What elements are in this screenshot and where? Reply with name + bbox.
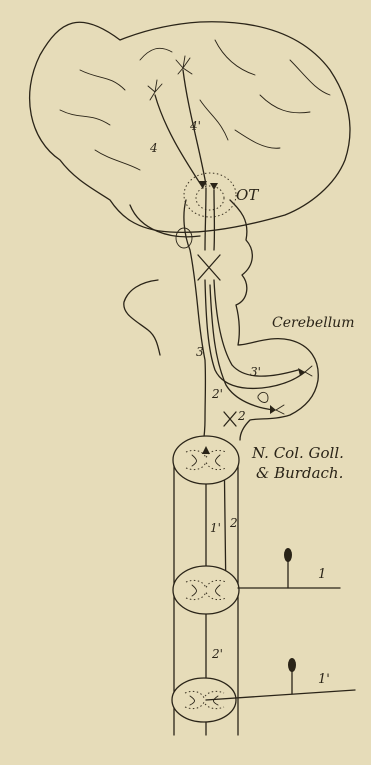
label-path-2-upper: 2	[237, 409, 246, 423]
label-path-1p: 1'	[318, 672, 330, 687]
cord-section-upper	[173, 436, 239, 484]
label-path-4p: 4'	[189, 119, 201, 133]
label-path-4: 4	[149, 141, 158, 155]
label-path-1: 1	[318, 567, 326, 582]
label-nuclei-line2: & Burdach.	[256, 464, 343, 482]
cord-section-lower	[172, 678, 236, 722]
label-path-3p: 3'	[250, 365, 261, 379]
label-cerebellum: Cerebellum	[272, 315, 354, 331]
cord-section-middle	[173, 566, 239, 614]
label-path-2p-lower: 2'	[211, 647, 223, 661]
label-path-2-lower: 2	[229, 516, 238, 530]
label-path-1p-lower: 1'	[210, 521, 221, 535]
label-nuclei-line1: N. Col. Goll.	[251, 444, 344, 462]
label-path-3: 3	[196, 345, 204, 359]
label-path-2p-upper: 2'	[211, 387, 223, 401]
label-ot: OT	[236, 186, 259, 204]
